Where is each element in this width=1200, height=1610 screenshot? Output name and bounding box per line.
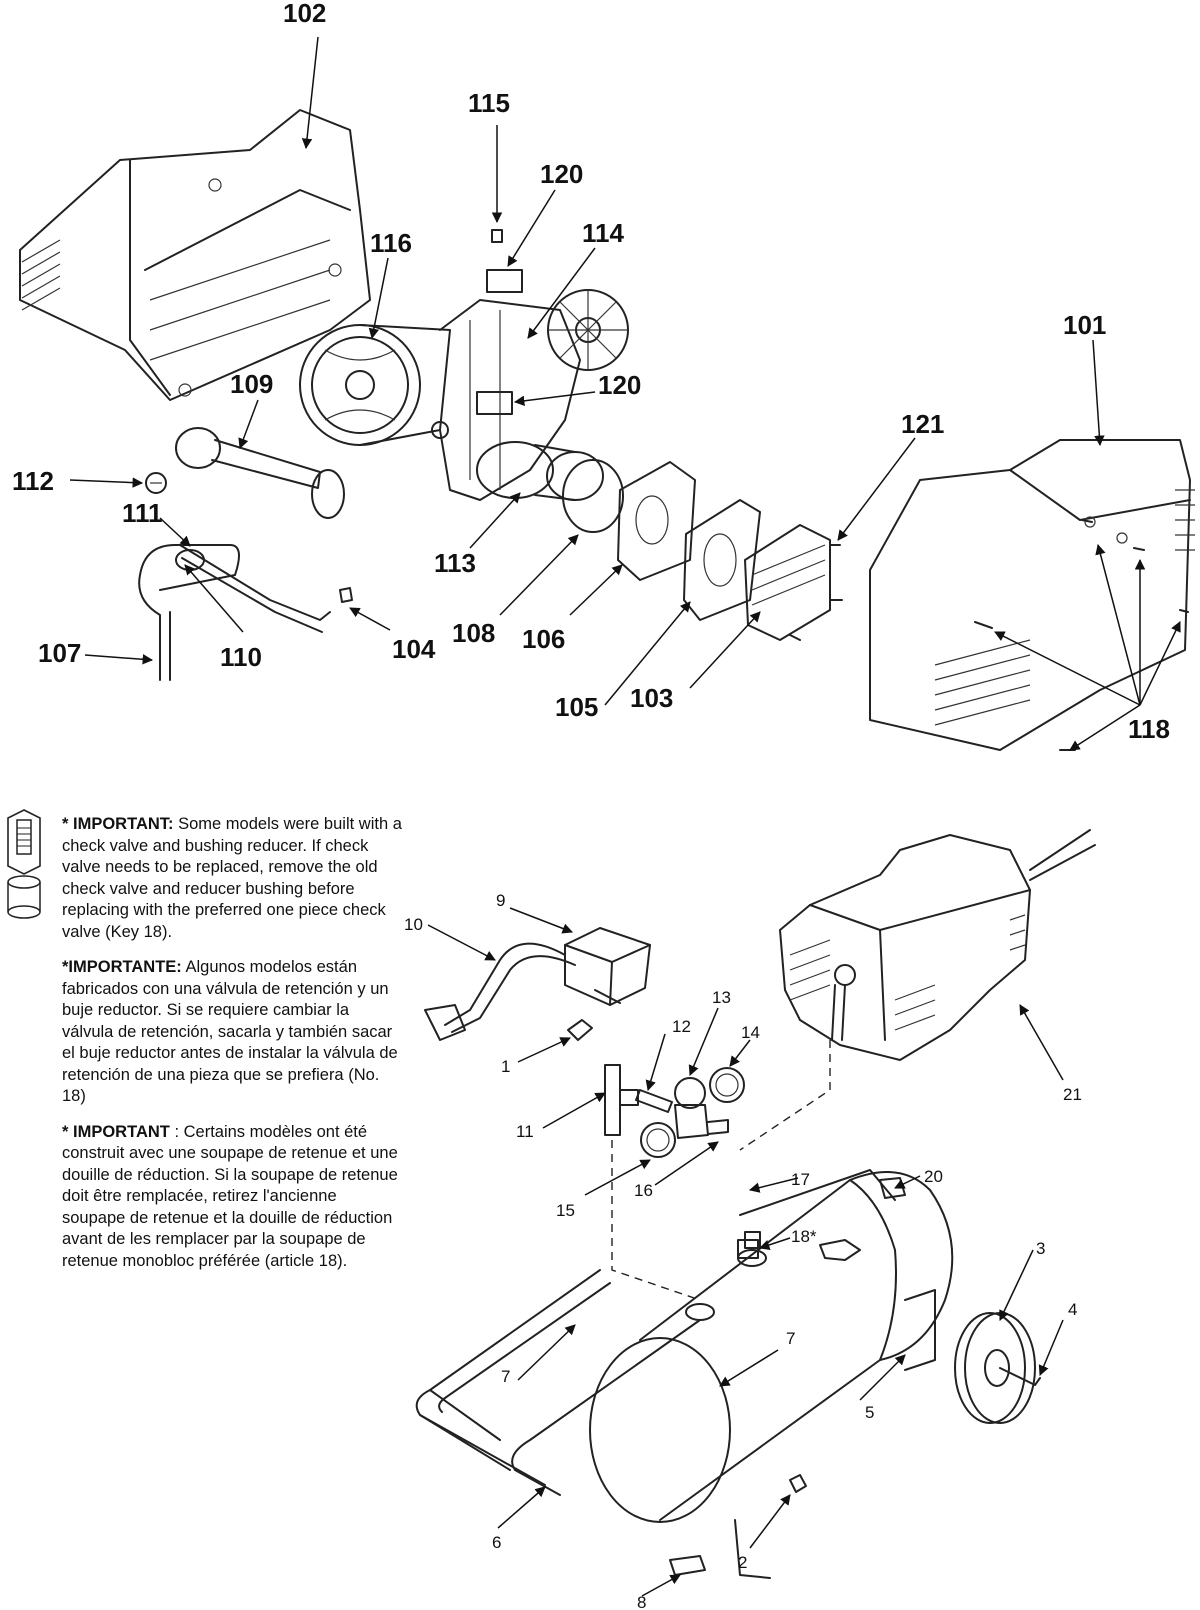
label-20: 20 — [924, 1167, 943, 1186]
regulator-part — [674, 1077, 729, 1139]
label-121: 121 — [901, 409, 944, 439]
wheel-part — [954, 1312, 1036, 1424]
label-8: 8 — [637, 1593, 646, 1610]
label-21: 21 — [1063, 1085, 1082, 1104]
handle-part — [415, 1269, 701, 1496]
label-14: 14 — [741, 1023, 760, 1042]
check-valve-part — [737, 1239, 861, 1261]
note-spanish: *IMPORTANTE: Algunos modelos están fabri… — [62, 957, 402, 1108]
label-16: 16 — [634, 1181, 653, 1200]
label-2: 2 — [738, 1553, 747, 1572]
label-1: 1 — [501, 1057, 510, 1076]
label-104: 104 — [392, 634, 436, 664]
o-ring-part — [562, 459, 624, 533]
label-103: 103 — [630, 683, 673, 713]
motor-unit-part — [779, 829, 1096, 1061]
label-15: 15 — [556, 1201, 575, 1220]
air-tank-part — [589, 1169, 954, 1579]
label-11: 11 — [516, 1122, 534, 1141]
label-120: 120 — [598, 370, 641, 400]
label-115: 115 — [468, 88, 510, 118]
label-7: 7 — [786, 1329, 795, 1348]
note-spanish-label: *IMPORTANTE: — [62, 958, 182, 976]
screw-part — [145, 472, 167, 494]
pressure-switch-part — [564, 927, 651, 1006]
label-18: 18* — [791, 1227, 817, 1246]
notes-block: * IMPORTANT: Some models were built with… — [62, 814, 402, 1286]
label-9: 9 — [496, 891, 505, 910]
label-7: 7 — [501, 1367, 510, 1386]
plug-part — [491, 229, 503, 243]
label-110: 110 — [220, 642, 262, 672]
label-10: 10 — [404, 915, 423, 934]
label-116: 116 — [370, 228, 412, 258]
tank-gauge-part — [640, 1122, 676, 1158]
cooling-fan-part — [547, 289, 629, 371]
note-french: * IMPORTANT : Certains modèles ont été c… — [62, 1122, 402, 1273]
label-112: 112 — [12, 466, 54, 496]
nipple-part — [635, 1089, 673, 1113]
power-cord-part — [424, 942, 576, 1041]
shroud-screw-part — [974, 519, 1189, 751]
leader-lines — [69, 36, 1181, 1597]
check-valve-bushing-icon — [7, 809, 41, 919]
label-17: 17 — [791, 1170, 810, 1189]
label-4: 4 — [1068, 1300, 1077, 1319]
label-108: 108 — [452, 618, 495, 648]
label-part — [669, 1555, 706, 1576]
gasket-part — [683, 499, 761, 621]
cylinder-head-part — [744, 524, 843, 641]
connecting-rod-part — [175, 427, 345, 519]
gauge-part — [709, 1067, 745, 1103]
tube-part — [138, 544, 331, 681]
label-106: 106 — [522, 624, 565, 654]
label-102: 102 — [283, 0, 326, 28]
drain-valve-part — [789, 1474, 807, 1493]
valve-plate-part — [617, 461, 696, 581]
label-111: 111 — [122, 498, 163, 528]
cord-clip-part — [879, 1177, 906, 1199]
fitting-part — [567, 1019, 593, 1041]
axle-bolt-part — [999, 1367, 1041, 1386]
label-13: 13 — [712, 988, 731, 1007]
connection-dashed-line — [611, 1140, 701, 1301]
label-114: 114 — [582, 218, 624, 248]
label-107: 107 — [38, 638, 81, 668]
label-105: 105 — [555, 692, 598, 722]
label-109: 109 — [230, 369, 273, 399]
front-shroud-part — [869, 439, 1195, 751]
rear-shroud-part — [19, 109, 371, 401]
label-120: 120 — [540, 159, 583, 189]
note-english-text: Some models were built with a check valv… — [62, 815, 402, 941]
note-english: * IMPORTANT: Some models were built with… — [62, 814, 402, 943]
note-english-label: * IMPORTANT: — [62, 815, 174, 833]
label-5: 5 — [865, 1403, 874, 1422]
label-113: 113 — [434, 548, 476, 578]
note-spanish-text: Algunos modelos están fabricados con una… — [62, 958, 398, 1105]
note-french-label: * IMPORTANT — [62, 1122, 170, 1141]
clip-part — [339, 587, 353, 603]
note-french-text: : Certains modèles ont été construit ave… — [62, 1122, 398, 1270]
label-3: 3 — [1036, 1239, 1045, 1258]
label-12: 12 — [672, 1017, 691, 1036]
label-118: 118 — [1128, 714, 1170, 744]
label-101: 101 — [1063, 310, 1106, 340]
connection-dashed-line — [739, 1040, 831, 1151]
pad-part — [476, 269, 523, 415]
label-6: 6 — [492, 1533, 501, 1552]
pump-motor-assembly-part — [299, 299, 581, 501]
tee-fitting-part — [604, 1064, 639, 1136]
